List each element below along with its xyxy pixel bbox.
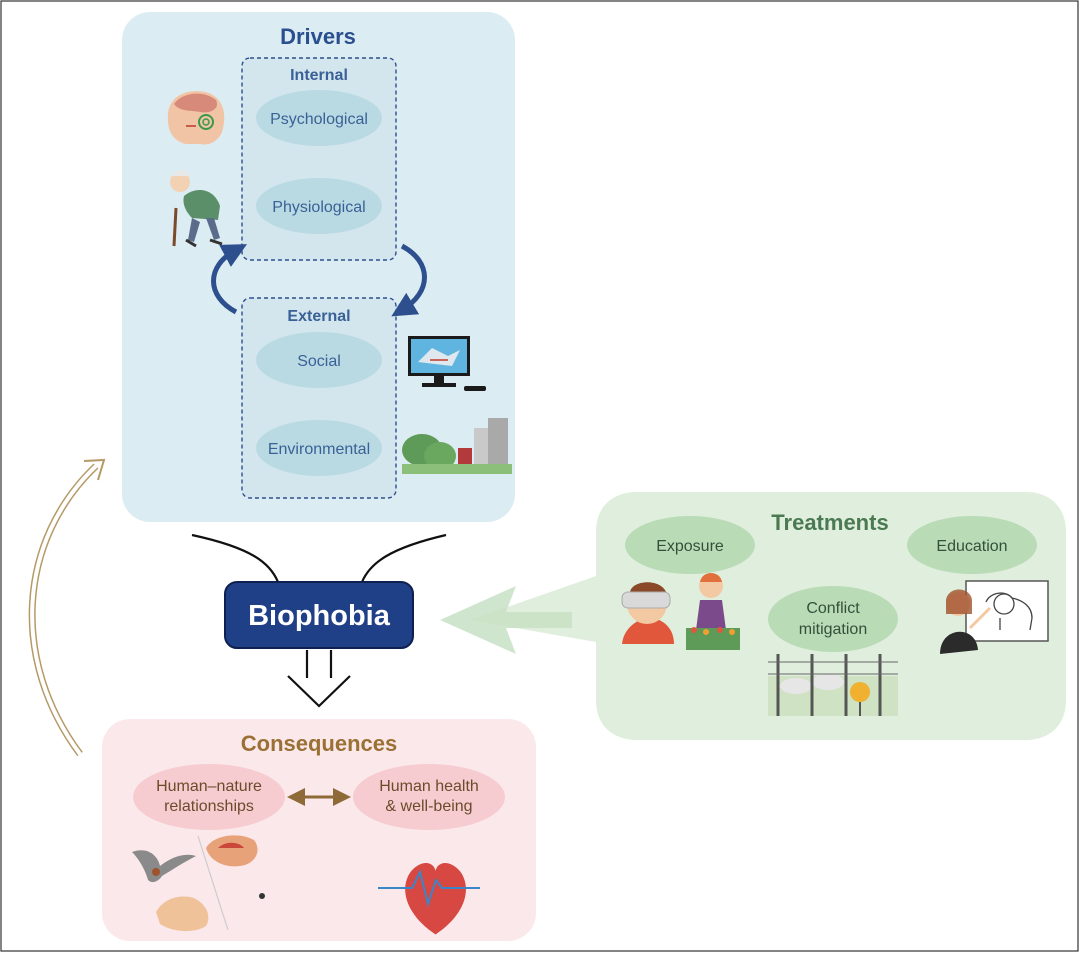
- driver-environmental-label: Environmental: [268, 441, 370, 458]
- driver-physiological-label: Physiological: [272, 199, 365, 216]
- city-nature-icon: [402, 418, 512, 474]
- down-arrow-shaft: [305, 650, 333, 678]
- treatment-conflict-mitigation: [768, 586, 898, 652]
- driver-environmental: [256, 420, 382, 476]
- treatment-arrow: [440, 586, 572, 654]
- driver-input-line-left: [191, 533, 280, 583]
- consequence-health: [353, 764, 505, 830]
- cycle-arrow-down: [391, 243, 427, 317]
- treatment-education-label: Education: [936, 538, 1007, 555]
- driver-social: [256, 332, 382, 388]
- treatment-conflict-line2: mitigation: [799, 621, 867, 638]
- elderly-man-icon: [170, 170, 223, 248]
- feedback-arrow-inner: [30, 464, 98, 756]
- treatment-conflict-line1: Conflict: [806, 600, 860, 617]
- biophobia-label: Biophobia: [248, 600, 391, 632]
- teacher-lion-icon: [940, 580, 1049, 654]
- driver-social-label: Social: [297, 353, 341, 370]
- down-arrow-head: [287, 675, 351, 708]
- feedback-arrow-head: [83, 458, 106, 481]
- drivers-title: Drivers: [280, 24, 356, 49]
- consequence-health-line2: & well-being: [385, 798, 472, 815]
- vr-person-icon: [621, 582, 674, 644]
- driver-psychological-label: Psychological: [270, 111, 368, 128]
- consequence-human-nature-line1: Human–nature: [156, 778, 262, 795]
- consequence-health-line1: Human health: [379, 778, 479, 795]
- treatment-exposure-label: Exposure: [656, 538, 724, 555]
- biophobia-box: [224, 581, 414, 649]
- consequences-title: Consequences: [241, 731, 398, 756]
- tv-shark-icon: [408, 336, 486, 391]
- bird-hands-icon: [132, 835, 265, 932]
- consequence-human-nature: [133, 764, 285, 830]
- feedback-arrow-outer: [28, 463, 99, 757]
- external-label: External: [287, 308, 350, 325]
- girl-flowers-icon: [686, 573, 740, 650]
- heart-icon: [378, 862, 480, 935]
- consequence-human-nature-line2: relationships: [164, 798, 254, 815]
- treatment-exposure: [625, 516, 755, 574]
- treatment-education: [907, 516, 1037, 574]
- driver-physiological: [256, 178, 382, 234]
- driver-psychological: [256, 90, 382, 146]
- cycle-arrow-up: [211, 244, 248, 315]
- drivers-panel: [122, 12, 515, 522]
- internal-label: Internal: [290, 67, 348, 84]
- brain-head-icon: [167, 91, 225, 145]
- fence-sheep-icon: [768, 654, 898, 716]
- driver-input-line-right: [360, 533, 447, 583]
- treatments-title: Treatments: [771, 510, 888, 535]
